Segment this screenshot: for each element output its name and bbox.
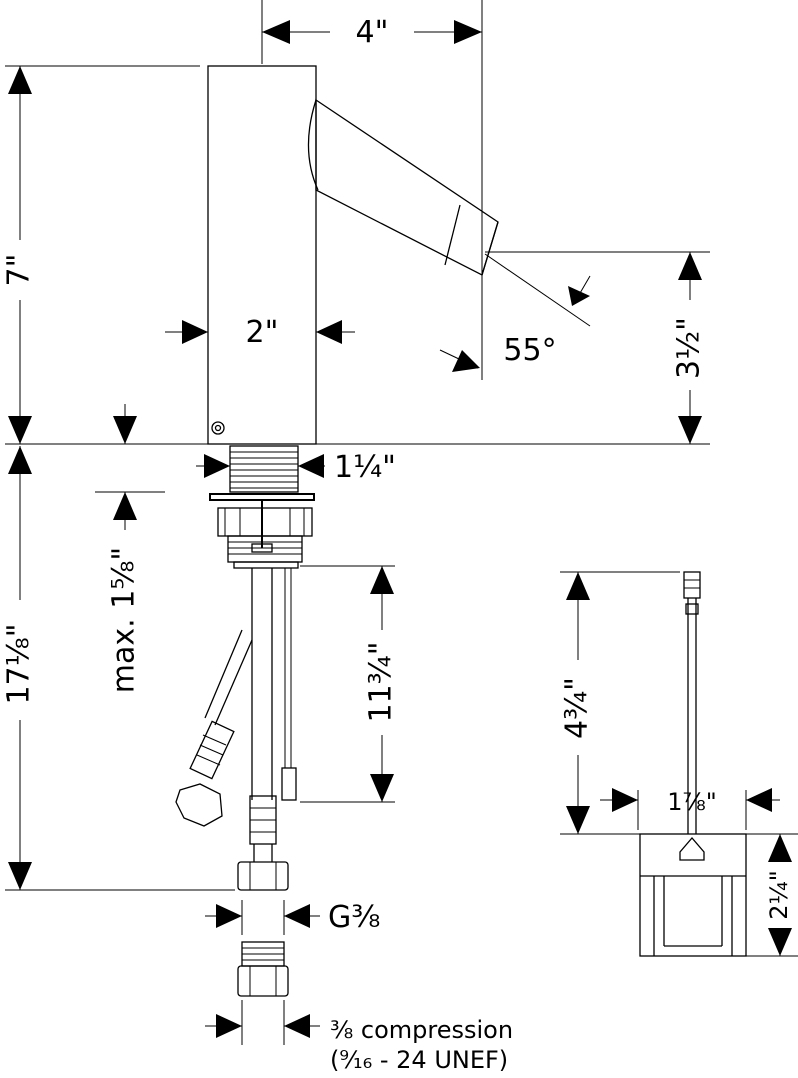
label-thread: G⅜ — [328, 900, 380, 935]
faucet-body — [207, 65, 499, 445]
label-hose-length: 11¾" — [364, 641, 399, 722]
label-shank-diameter: 1¼" — [334, 450, 396, 485]
dimension-labels: 4" 7" 2" 55° 3½" 1¼" max. 1⅝" 17⅛" 11¾" … — [2, 15, 794, 1074]
label-height-body: 7" — [2, 254, 37, 287]
extension-lines — [5, 0, 798, 1045]
label-box-width: 1⅞" — [667, 788, 717, 816]
label-spout-height: 3½" — [672, 317, 707, 379]
label-body-width: 2" — [246, 315, 279, 350]
faucet-shank — [209, 445, 315, 569]
hoses — [175, 568, 297, 997]
label-width-top: 4" — [356, 15, 389, 50]
label-spout-angle: 55° — [503, 333, 556, 368]
label-total-below: 17⅛" — [2, 623, 37, 704]
label-compression-line1: ⅜ compression — [330, 1016, 513, 1044]
control-box — [639, 571, 747, 957]
label-box-height: 2¼" — [765, 870, 793, 920]
dimension-arrows — [8, 20, 792, 1038]
label-compression-line2: (⁹⁄₁₆ - 24 UNEF) — [330, 1046, 508, 1074]
label-max-deck: max. 1⅝" — [107, 547, 142, 693]
label-box-cable: 4¾" — [560, 677, 595, 739]
